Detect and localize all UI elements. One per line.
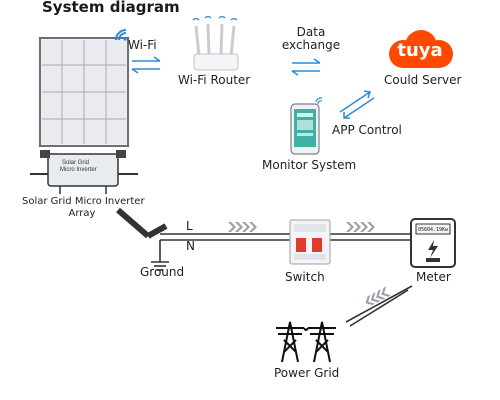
solar-panel-icon [39,37,129,147]
power-tower-icon [276,321,336,363]
switch-label: Switch [285,270,325,284]
app-control-arrow-icon [339,90,375,119]
ground-label: Ground [140,265,185,279]
line-n-label: N [186,239,195,253]
page-title: System diagram [42,0,180,16]
meter-label: Meter [416,270,451,284]
inverter-text-line2: Micro Inverter [60,167,97,173]
wifi-double-arrow-icon [131,56,161,74]
cloud-brand-text: tuya [397,40,443,61]
router-icon [192,16,239,71]
inverter-label-line2: Array [68,208,96,219]
power-grid-label: Power Grid [274,366,340,380]
data-exchange-arrow-icon [291,58,321,76]
wifi-label: Wi-Fi [128,38,157,52]
flow-chevrons-left-icon [228,222,257,232]
cloud-logo-icon [389,30,453,68]
switch-icon [289,219,331,265]
phone-icon [290,97,323,155]
app-control-label: APP Control [332,123,402,137]
flow-chevrons-right-icon [346,222,375,232]
meter-icon [410,218,456,268]
inverter-label: Solar Grid Micro Inverter Array [22,196,145,220]
inverter-label-line1: Solar Grid Micro Inverter [22,196,145,207]
line-l-label: L [186,219,193,233]
monitor-label: Monitor System [262,158,357,172]
meter-display: 05604.19Kw [417,227,449,233]
micro-inverter-icon [30,150,138,194]
router-label: Wi-Fi Router [178,73,251,87]
data-exchange-label: Data exchange [281,25,341,52]
wifi-signal-icon [115,29,127,41]
inverter-text-line1: Solar Grid [62,160,90,166]
cloud-label: Could Server [384,73,462,87]
flow-chevrons-grid-icon [365,286,391,306]
